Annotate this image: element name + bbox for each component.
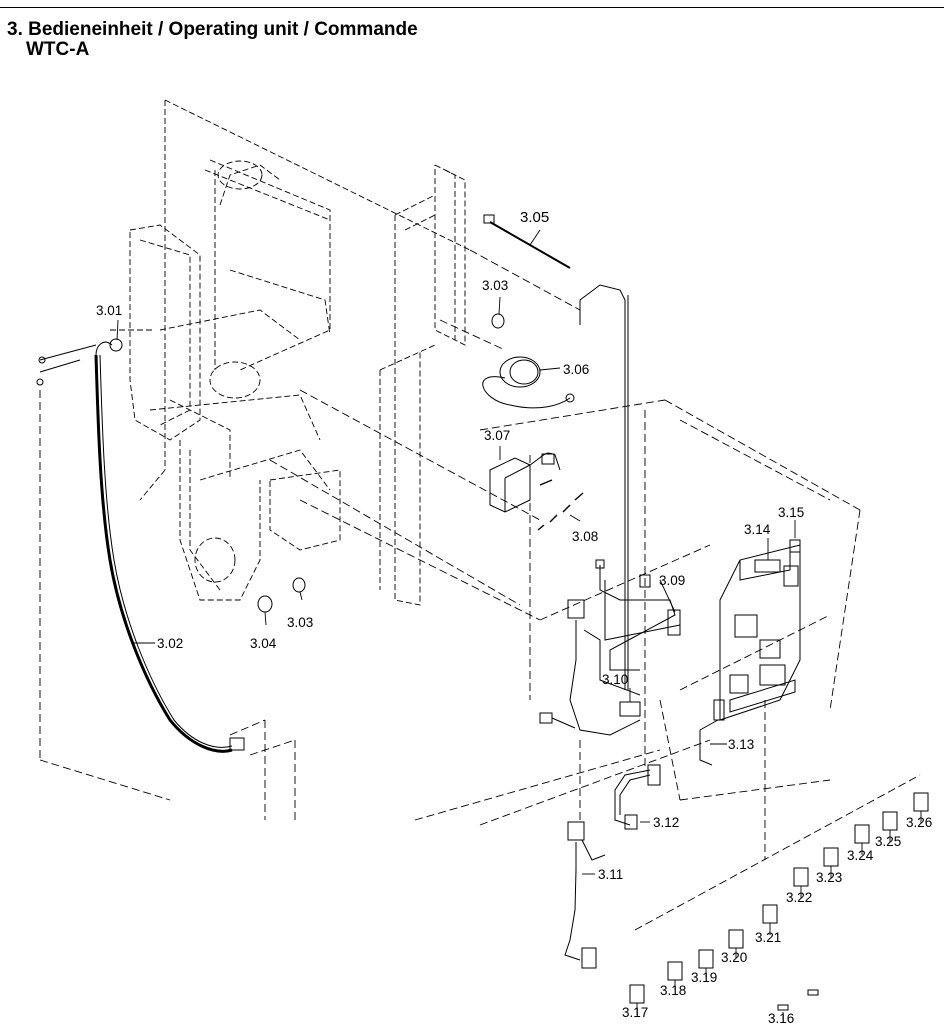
header-rule — [0, 7, 944, 8]
title-line-2: WTC-A — [26, 39, 90, 60]
part-3-12-cable[interactable] — [614, 764, 661, 830]
label-3-11: 3.11 — [598, 867, 623, 882]
part-3-20-connector[interactable] — [728, 929, 744, 949]
label-3-03-upper: 3.03 — [482, 278, 508, 293]
label-3-04: 3.04 — [250, 636, 277, 651]
part-3-09-wiring-loom[interactable] — [595, 559, 681, 671]
part-3-22-connector[interactable] — [793, 867, 809, 887]
label-3-24: 3.24 — [847, 848, 874, 863]
label-3-09: 3.09 — [659, 573, 685, 588]
part-3-08-screws[interactable] — [537, 479, 584, 531]
part-3-18-connector[interactable] — [667, 961, 683, 981]
label-3-18: 3.18 — [660, 983, 686, 998]
part-3-25-connector[interactable] — [882, 811, 898, 831]
label-3-19: 3.19 — [691, 970, 717, 985]
label-3-03-lower: 3.03 — [287, 615, 313, 630]
part-3-06-pressure-gauge[interactable] — [482, 356, 575, 409]
page-title: 3. Bedieneinheit / Operating unit / Comm… — [7, 20, 418, 60]
label-3-22: 3.22 — [786, 890, 812, 905]
label-3-25: 3.25 — [875, 834, 901, 849]
part-3-23-connector[interactable] — [823, 847, 839, 867]
leader-lines — [116, 229, 922, 1020]
label-3-14: 3.14 — [744, 522, 771, 537]
part-3-03-grommet-lower[interactable] — [292, 577, 306, 593]
label-3-16: 3.16 — [768, 1011, 794, 1026]
label-3-12: 3.12 — [653, 815, 679, 830]
part-3-11-cable[interactable] — [564, 821, 606, 969]
part-3-26-connector[interactable] — [913, 792, 929, 812]
part-3-02-ignition-cable[interactable] — [94, 341, 245, 753]
label-3-08: 3.08 — [572, 529, 598, 544]
part-labels: 3.01 3.02 3.03 3.03 3.04 3.05 3.06 3.07 … — [96, 209, 932, 1026]
title-line-1: 3. Bedieneinheit / Operating unit / Comm… — [7, 19, 418, 40]
part-3-15-connector[interactable] — [789, 539, 801, 553]
label-3-05: 3.05 — [520, 209, 549, 226]
label-3-01: 3.01 — [96, 303, 122, 318]
guide-lines — [39, 249, 921, 931]
part-3-13-cable[interactable] — [699, 699, 725, 766]
part-3-16-fuses[interactable] — [777, 989, 819, 1011]
part-3-03-grommet-upper[interactable] — [491, 313, 505, 329]
part-3-10-cable[interactable] — [539, 599, 641, 736]
label-3-17: 3.17 — [622, 1005, 648, 1020]
label-3-15: 3.15 — [778, 505, 804, 520]
frame-rail — [379, 164, 466, 606]
label-3-10: 3.10 — [602, 672, 628, 687]
part-3-24-connector[interactable] — [854, 824, 870, 844]
part-3-21-connector[interactable] — [762, 904, 778, 924]
part-3-17-connector[interactable] — [629, 984, 645, 1004]
part-3-07-transformer[interactable] — [489, 452, 561, 513]
label-3-23: 3.23 — [816, 870, 842, 885]
label-3-21: 3.21 — [755, 930, 781, 945]
label-3-20: 3.20 — [721, 950, 747, 965]
label-3-07: 3.07 — [484, 428, 510, 443]
part-3-19-connector[interactable] — [698, 949, 714, 969]
boiler-outline — [110, 99, 471, 601]
part-3-04-grommet[interactable] — [257, 595, 273, 613]
part-3-14-circuit-board[interactable] — [719, 544, 801, 721]
label-3-26: 3.26 — [906, 815, 932, 830]
label-3-02: 3.02 — [157, 636, 183, 651]
part-3-01-electrode[interactable] — [36, 338, 123, 386]
cable-upper — [579, 284, 626, 690]
label-3-06: 3.06 — [563, 362, 589, 377]
label-3-13: 3.13 — [728, 737, 754, 752]
